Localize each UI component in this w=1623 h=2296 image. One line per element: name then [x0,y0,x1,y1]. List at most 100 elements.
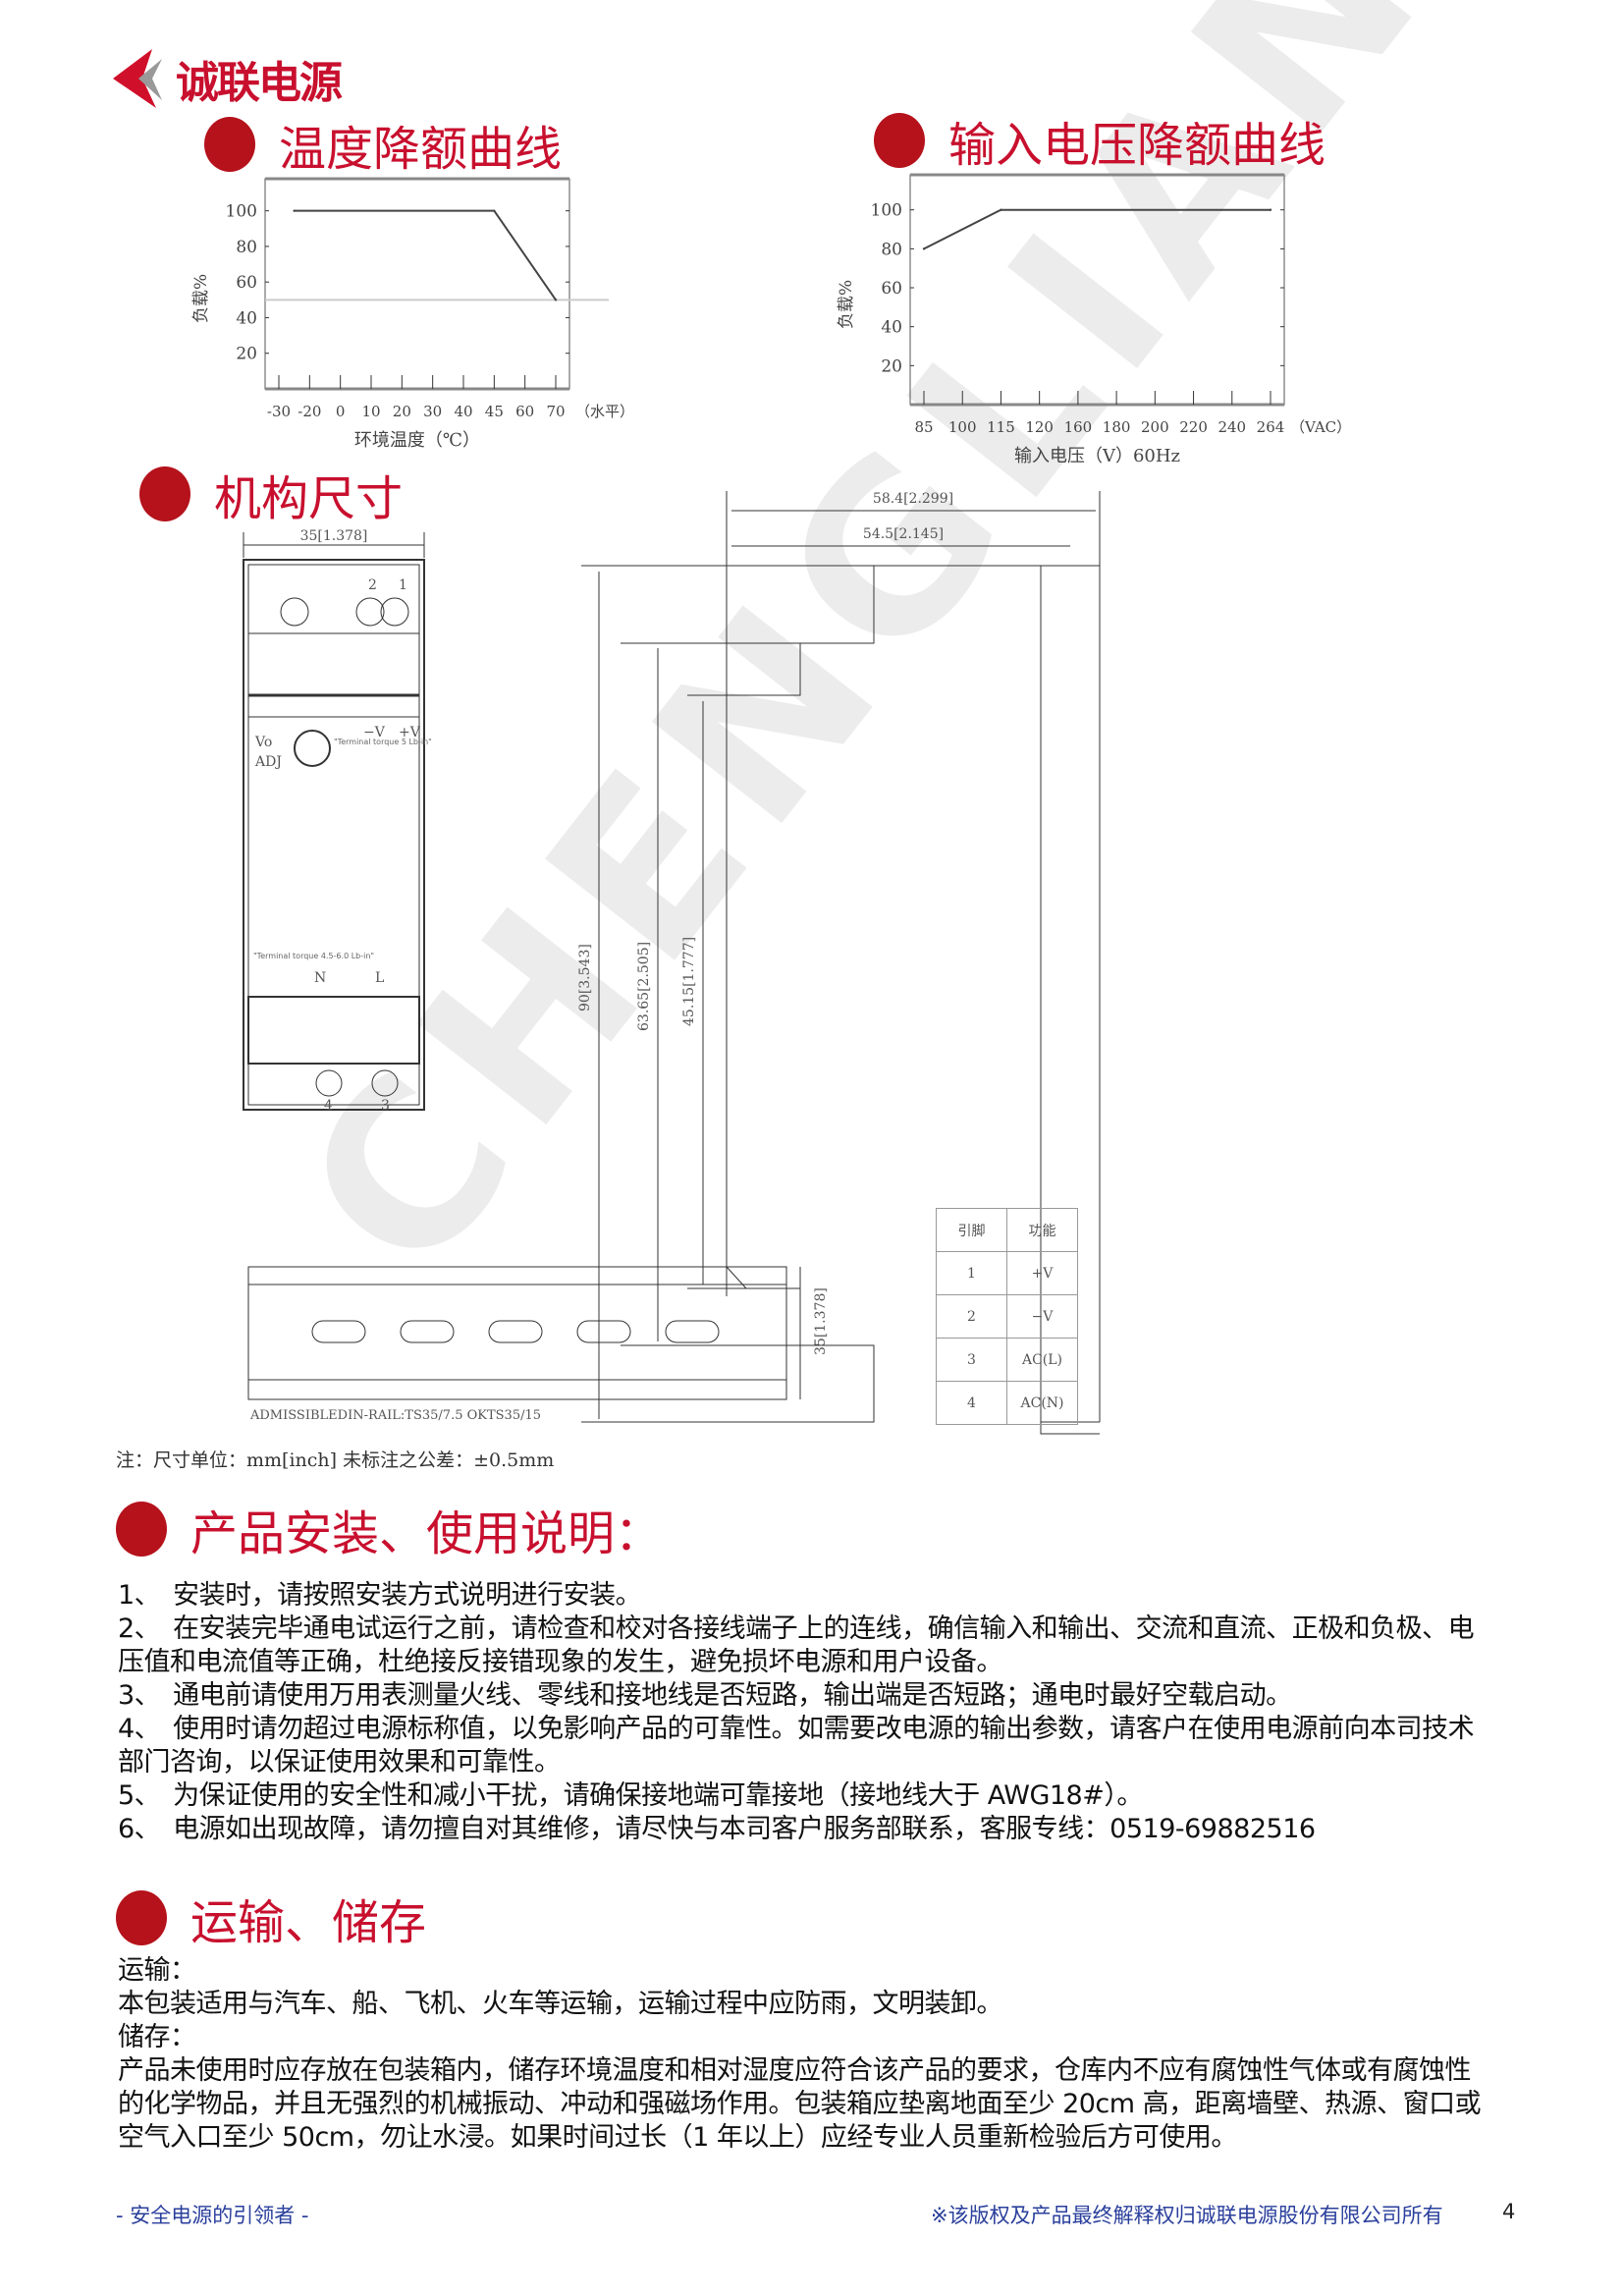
temp-derating-chart: 20 40 60 80 100 -30 -20 0 10 20 30 40 45 60 70 （水平） 环境温度… [191,177,634,451]
bullet-icon [204,117,255,172]
x-tick-label: 30 [423,403,442,420]
function-cell: AC(L) [1006,1338,1078,1382]
x-tick-label: 45 [485,403,504,420]
terminal-label: 2 [368,577,377,593]
x-tick-label: 10 [361,403,380,420]
table-row: 1+V [936,1251,1078,1295]
section-mechanical-dimensions: 机构尺寸 [139,460,403,528]
list-item: 5、 为保证使用的安全性和减小干扰，请确保接地端可靠接地（接地线大于 AWG18… [118,1780,1143,1811]
x-tick-label: -20 [298,403,321,420]
x-tick-label: 100 [948,418,977,436]
torque-note: "Terminal torque 4.5-6.0 Lb-in" [253,952,374,960]
list-item: 4、 使用时请勿超过电源标称值，以免影响产品的可靠性。如需要改电源的输出参数，请… [118,1714,1475,1777]
table-row: 2−V [936,1294,1078,1339]
footer-copyright: ※该版权及产品最终解释权归诚联电源股份有限公司所有 [931,2204,1443,2227]
mechanical-drawing: 35[1.378] 2 1 Vo ADJ −V +V "Terminal tor… [243,491,1101,1435]
table-header: 功能 [1006,1208,1078,1252]
section-title: 温度降额曲线 [279,122,563,177]
din-rail: 35[1.378] ADMISSIBLEDIN-RAIL:TS35/7.5 OK… [247,1266,829,1423]
function-cell: −V [1006,1294,1078,1339]
depth-dimension: 58.4[2.299] [873,491,953,507]
x-tick-label: -30 [267,403,291,420]
adj-label: ADJ [254,754,282,770]
pin-cell: 1 [936,1251,1007,1295]
height-dimension: 45.15[1.777] [681,937,697,1026]
data-point [1000,208,1002,211]
section-title: 运输、储存 [190,1895,427,1950]
terminal-label: +V [399,725,421,740]
y-tick-label: 80 [881,240,902,259]
x-tick-label: 264 [1257,418,1285,436]
x-tick-label: 200 [1141,418,1169,436]
height-dimension: 90[3.543] [577,944,593,1011]
x-tick-label: 40 [454,403,472,420]
x-tick-label: 60 [515,403,534,420]
pin-cell: 2 [936,1294,1007,1339]
y-tick-label: 80 [236,238,257,257]
x-tick-label: 85 [914,418,933,436]
front-view: 35[1.378] 2 1 Vo ADJ −V +V "Terminal tor… [243,528,432,1114]
dimension-note: 注：尺寸单位：mm[inch] 未标注之公差：±0.5mm [116,1449,555,1471]
x-unit-label: （水平） [575,403,634,420]
transport-body: 本包装适用与汽车、船、飞机、火车等运输，运输过程中应防雨，文明装卸。 [118,1989,1003,2019]
y-tick-label: 60 [236,273,257,293]
section-title: 产品安装、使用说明： [190,1506,663,1561]
rail-dimension: 35[1.378] [813,1287,829,1355]
x-tick-label: 70 [546,403,565,420]
section-installation: 产品安装、使用说明： [116,1495,662,1563]
x-axis-label: 输入电压（V）60Hz [1014,446,1180,466]
x-tick-label: 0 [336,403,346,420]
section-title: 机构尺寸 [214,471,404,526]
side-view: 58.4[2.299] 54.5[2.145] 90[3.543] 63.65[… [577,491,1101,1435]
y-tick-label: 40 [236,308,257,328]
terminal-label: 1 [399,577,407,593]
data-point [922,247,926,250]
storage-body: 产品未使用时应存放在包装箱内，储存环境温度和相对湿度应符合该产品的要求，仓库内不… [118,2055,1482,2153]
pin-cell: 4 [936,1381,1007,1425]
terminal-label: −V [363,725,386,740]
y-tick-label: 40 [881,318,902,338]
data-point [493,209,496,212]
terminal-label: L [375,970,384,986]
section-voltage-derating: 输入电压降额曲线 [874,106,1325,175]
vo-label: Vo [254,735,272,750]
list-item: 6、 电源如出现故障，请勿擅自对其维修，请尽快与本司客户服务部联系，客服专线：0… [118,1814,1316,1844]
derating-curve [294,209,557,301]
list-item: 2、 在安装完毕通电试运行之前，请检查和校对各接线端子上的连线，确信输入和输出、… [118,1613,1475,1677]
y-tick-label: 20 [236,345,257,364]
section-temp-derating: 温度降额曲线 [204,110,562,179]
x-unit-label: （VAC） [1290,418,1345,436]
x-tick-label: 240 [1217,418,1246,436]
x-tick-label: 120 [1025,418,1054,436]
x-tick-label: 180 [1103,418,1131,436]
y-tick-label: 100 [226,202,257,222]
installation-list: 1、 安装时，请按照安装方式说明进行安装。 2、 在安装完毕通电试运行之前，请检… [118,1579,1488,1846]
transport-text: 运输： 本包装适用与汽车、船、飞机、火车等运输，运输过程中应防雨，文明装卸。 储… [118,1954,1488,2155]
terminal-label: 4 [324,1098,333,1114]
adjust-knob-icon [294,730,331,767]
x-tick-label: 20 [393,403,411,420]
y-tick-label: 100 [871,201,902,221]
terminal-label: 3 [381,1098,390,1114]
bullet-icon [139,466,190,521]
bullet-icon [116,1502,167,1557]
logo-text: 诚联电源 [176,58,343,108]
data-point [293,209,296,212]
pin-cell: 3 [936,1338,1007,1382]
function-cell: +V [1006,1251,1078,1295]
y-axis-label: 负载% [837,280,856,329]
page-number: 4 [1502,2200,1516,2223]
list-item: 3、 通电前请使用万用表测量火线、零线和接地线是否短路，输出端是否短路；通电时最… [118,1680,1292,1711]
x-axis-label: 环境温度（℃） [354,430,480,451]
section-title: 输入电压降额曲线 [948,118,1326,173]
width-dimension: 35[1.378] [300,528,368,544]
depth-dimension: 54.5[2.145] [863,526,944,542]
x-tick-label: 160 [1064,418,1093,436]
x-tick-label: 115 [987,418,1015,436]
section-transport-storage: 运输、储存 [116,1884,426,1952]
derating-curve [923,208,1271,250]
